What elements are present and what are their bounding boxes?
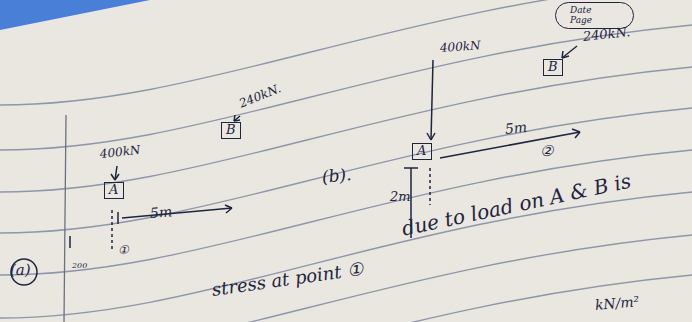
handwritten-label: kN/m²: [594, 294, 640, 313]
box-text: A: [109, 183, 119, 198]
handwritten-label: 5m: [504, 120, 528, 138]
handwritten-label: 5m: [149, 204, 172, 221]
handwritten-label: 240kN.: [238, 82, 283, 111]
handwritten-label: ①: [118, 244, 129, 257]
handwritten-label: 400kN: [99, 144, 141, 161]
box-text: B: [226, 123, 236, 138]
ink-marks: [11, 46, 580, 285]
load-box: B: [543, 59, 563, 76]
handwritten-label: due to load on A & B is: [400, 170, 633, 240]
box-text: Page: [570, 15, 593, 25]
handwritten-label: (b).: [321, 165, 352, 187]
handwritten-label: ②: [540, 143, 553, 160]
handwritten-label: stress at point ①: [211, 259, 365, 300]
load-box: B: [221, 122, 241, 139]
box-text: A: [417, 144, 427, 159]
handwritten-label: 240kN.: [582, 25, 631, 44]
blue-strip: [0, 0, 150, 30]
box-text: Date: [570, 5, 593, 15]
load-box: A: [412, 143, 432, 160]
margin-line: [64, 115, 66, 322]
load-box: A: [104, 182, 124, 199]
handwritten-label: (a): [10, 262, 31, 279]
box-text: B: [548, 60, 558, 75]
handwritten-label: 2m: [390, 190, 411, 204]
handwritten-label: 400kN: [440, 39, 482, 55]
handwritten-label: 200: [72, 262, 87, 271]
